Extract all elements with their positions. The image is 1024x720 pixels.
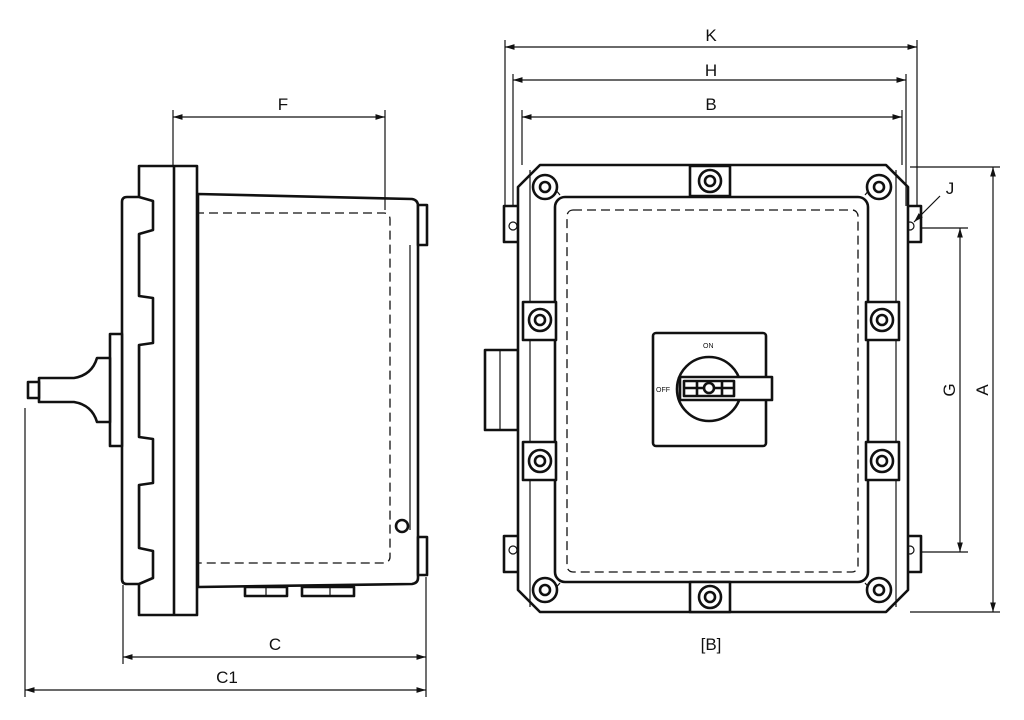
mounting-lip-bottom <box>416 535 429 577</box>
front-view-caption: [B] <box>701 635 722 654</box>
switch-on-label: ON <box>703 343 714 350</box>
bolt-icon <box>531 576 559 604</box>
side-handle-stub <box>483 348 520 432</box>
bolt-icon <box>521 440 558 482</box>
dim-label-j: J <box>946 179 955 198</box>
front-dimensions: K H B A G J [B] <box>504 26 1000 654</box>
dim-label-k: K <box>705 26 717 45</box>
handle-tip <box>26 380 41 400</box>
front-internal-outline <box>566 209 859 573</box>
dim-label-b: B <box>705 95 716 114</box>
bolt-icon <box>521 300 558 342</box>
handle-shaft <box>37 356 112 424</box>
bolt-icon <box>864 440 901 482</box>
bolt-icon <box>864 300 901 342</box>
dim-label-g: G <box>940 383 959 396</box>
dim-label-c: C <box>269 635 281 654</box>
handle-plate <box>108 332 124 448</box>
dim-label-f: F <box>278 95 288 114</box>
switch-off-label: OFF <box>656 387 670 394</box>
bolt-icon <box>865 576 893 604</box>
flange <box>137 164 199 617</box>
cover <box>120 195 155 586</box>
bolt-icon <box>865 173 893 201</box>
rotary-switch[interactable]: ON OFF <box>651 331 774 448</box>
dim-label-c1: C1 <box>216 668 238 687</box>
earth-bolt-icon <box>394 518 410 534</box>
mounting-lip-top <box>416 203 429 247</box>
dim-label-a: A <box>973 384 992 396</box>
side-view <box>26 164 429 617</box>
bolt-icon <box>688 580 732 614</box>
bolt-icon <box>688 164 732 198</box>
enclosure-body <box>196 192 420 589</box>
side-dimensions: F C C1 <box>24 95 427 697</box>
cover-bolts <box>521 164 901 614</box>
bolt-icon <box>531 173 559 201</box>
dim-label-h: H <box>705 61 717 80</box>
cable-glands <box>243 585 356 598</box>
front-view: ON OFF <box>483 163 923 614</box>
